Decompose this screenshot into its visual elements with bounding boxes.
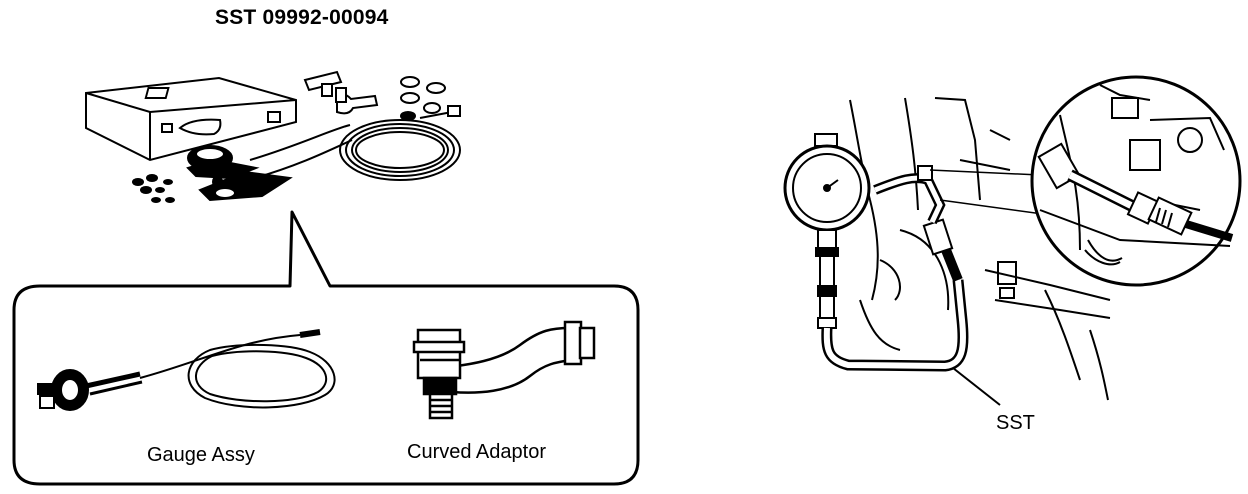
kit-parts [303,70,446,121]
diagram-title: SST 09992-00094 [215,6,389,29]
gauge-assy-drawing [37,329,336,411]
tool-case [85,76,297,162]
engine-outline [849,97,1111,401]
kit-hose-coil [249,105,461,181]
kit-small-nuts [132,174,175,203]
curved-adaptor-label: Curved Adaptor [407,441,546,463]
sst-leader-line [952,367,1001,406]
callout-box [12,210,640,486]
installed-sst-hose [821,165,1051,372]
detail-magnifier [1030,75,1242,287]
installed-sst-label: SST [996,412,1035,434]
kit-gauges [186,145,293,202]
installed-pressure-gauge [783,133,871,329]
curved-adaptor-drawing [412,320,596,420]
gauge-assy-label: Gauge Assy [147,444,255,466]
